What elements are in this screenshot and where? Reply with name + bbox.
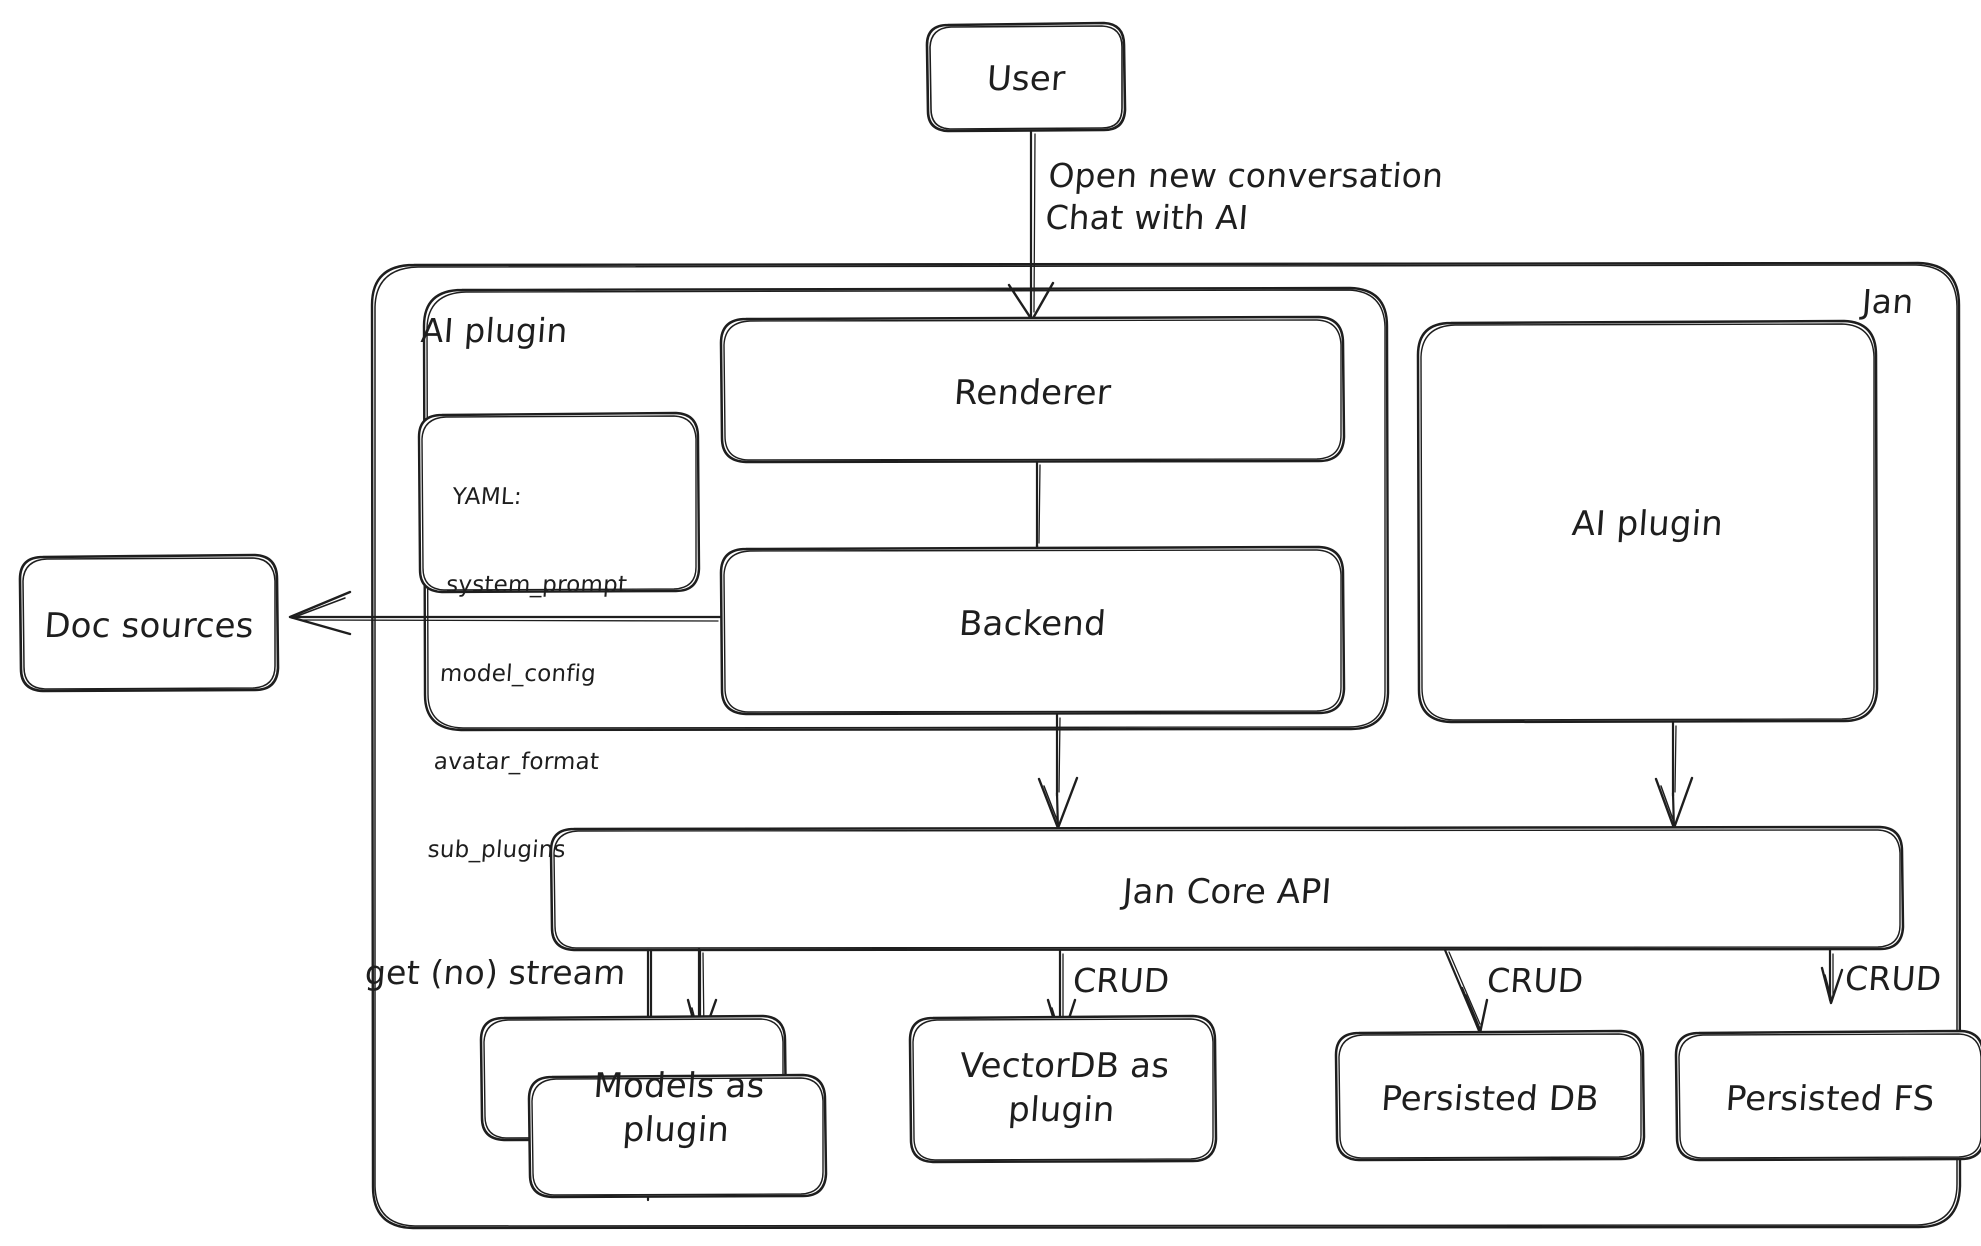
yaml-key-system-prompt: system_prompt	[445, 572, 629, 599]
backend-box-shape[interactable]	[719, 545, 1346, 716]
vectordb-plugin-label: VectorDB as plugin	[958, 1046, 1171, 1130]
edge-label-core-to-persisted-db: CRUD	[1485, 961, 1585, 1000]
vectordb-plugin-box-shape[interactable]	[908, 1014, 1218, 1164]
ai-plugin-box-label: AI plugin	[1570, 504, 1725, 544]
renderer-box-shape[interactable]	[719, 315, 1346, 464]
yaml-note-content: YAML: system_prompt model_config avatar_…	[423, 424, 708, 924]
edge-label-core-to-persisted-fs: CRUD	[1843, 959, 1943, 998]
persisted-db-label: Persisted DB	[1379, 1079, 1601, 1119]
persisted-fs-label: Persisted FS	[1724, 1079, 1936, 1119]
backend-label: Backend	[957, 604, 1108, 644]
persisted-fs-box-shape[interactable]	[1674, 1029, 1981, 1162]
edge-label-user-to-renderer: Open new conversation Chat with AI	[1044, 156, 1445, 238]
ai-plugin-group-label: AI plugin	[419, 311, 570, 350]
ai-plugin-box-shape[interactable]	[1416, 319, 1879, 724]
jan-core-api-label: Jan Core API	[1121, 872, 1333, 912]
edge-label-core-to-vectordb: CRUD	[1071, 961, 1171, 1000]
edge-core-to-persisted-fs	[1820, 948, 1844, 1005]
models-plugin-label: Models as plugin	[592, 1066, 766, 1150]
edge-label-core-to-models: get (no) stream	[363, 953, 628, 992]
persisted-db-box-shape[interactable]	[1334, 1029, 1646, 1162]
models-plugin-front-box-shape[interactable]	[527, 1073, 828, 1199]
user-label: User	[985, 59, 1067, 99]
yaml-title: YAML:	[451, 483, 523, 510]
edge-backend-to-doc-sources	[288, 590, 723, 636]
renderer-label: Renderer	[952, 373, 1113, 413]
yaml-key-avatar-format: avatar_format	[432, 748, 601, 775]
yaml-note-shape[interactable]	[417, 411, 701, 594]
jan-core-api-box-shape[interactable]	[549, 825, 1905, 952]
yaml-key-sub-plugins: sub_plugins	[426, 837, 567, 864]
doc-sources-label: Doc sources	[42, 606, 256, 646]
doc-sources-box-shape[interactable]	[18, 553, 280, 693]
user-box-shape[interactable]	[925, 21, 1127, 133]
yaml-key-model-config: model_config	[439, 660, 597, 687]
jan-container-label: Jan	[1860, 282, 1915, 321]
